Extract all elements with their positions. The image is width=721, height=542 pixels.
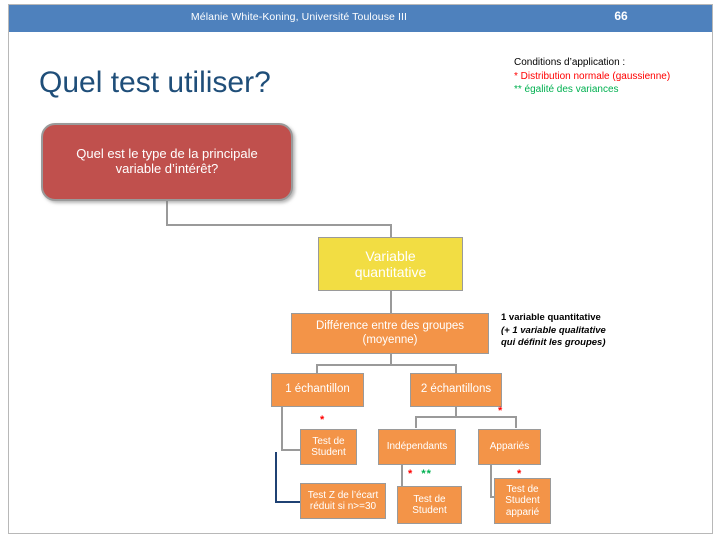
node-student-c-line-3: apparié — [505, 506, 540, 518]
node-root-question[interactable]: Quel est le type de la principale variab… — [41, 123, 293, 201]
connector-diff-left — [316, 364, 318, 374]
node-one-sample[interactable]: 1 échantillon — [271, 373, 364, 407]
connector-quant-diff — [390, 290, 392, 314]
node-student-b-line-2: Student — [412, 505, 447, 516]
node-diff-line-2: (moyenne) — [362, 333, 418, 346]
header-author-title: Mélanie White-Koning, Université Toulous… — [190, 11, 408, 23]
marker-star-red-independent: * — [408, 468, 414, 480]
node-paired-label: Appariés — [489, 441, 530, 453]
marker-star-green-independent: ** — [417, 468, 432, 480]
conditions-line-2: * Distribution normale (gaussienne) — [514, 70, 671, 82]
side-note-line-1: 1 variable quantitative — [501, 312, 601, 323]
node-student-paired[interactable]: Test de Student apparié — [494, 478, 551, 524]
node-apparies[interactable]: Appariés — [478, 429, 541, 465]
node-student-one-sample[interactable]: Test de Student — [300, 429, 357, 465]
node-one-sample-label: 1 échantillon — [285, 383, 350, 396]
node-independants[interactable]: Indépendants — [378, 429, 456, 465]
node-two-samples[interactable]: 2 échantillons — [410, 373, 502, 407]
connector-independent-vert — [401, 465, 403, 504]
node-student-a-line-1: Test de — [312, 435, 345, 447]
connector-two-samples-left — [415, 416, 417, 428]
connector-testz-horiz — [275, 501, 301, 503]
conditions-line-3: ** égalité des variances — [514, 84, 619, 95]
node-test-z[interactable]: Test Z de l’écart réduit si n>=30 — [300, 483, 386, 519]
node-two-samples-label: 2 échantillons — [420, 383, 492, 396]
connector-diff-right — [455, 364, 457, 374]
marker-asterisk-student-independent: * ** — [408, 468, 432, 480]
connector-diff-down — [390, 353, 392, 365]
connector-root-horiz — [166, 224, 391, 226]
connector-root-stub — [166, 201, 168, 225]
connector-testz-vert — [275, 452, 277, 503]
connector-two-samples-down — [455, 406, 457, 417]
connector-two-samples-right — [515, 416, 517, 428]
slide-canvas: Mélanie White-Koning, Université Toulous… — [8, 4, 713, 534]
conditions-line-1: Conditions d’application : — [514, 57, 626, 68]
node-quant-line-2: quantitative — [354, 264, 427, 280]
side-note-line-2: (+ 1 variable qualitative — [501, 324, 606, 336]
marker-asterisk-student-paired: * — [517, 468, 523, 480]
page-title: Quel test utiliser? — [39, 66, 271, 99]
marker-asterisk-student-one-sample: * — [320, 414, 326, 426]
slide-header-band — [9, 5, 712, 32]
connector-diff-horiz — [316, 364, 456, 366]
header-page-number: 66 — [614, 9, 628, 23]
node-independent-label: Indépendants — [386, 441, 448, 453]
marker-asterisk-two-samples: * — [498, 405, 504, 417]
node-root-line-2: variable d’intérêt? — [115, 161, 219, 176]
node-difference-groupes[interactable]: Différence entre des groupes (moyenne) — [291, 313, 489, 354]
node-root-line-1: Quel est le type de la principale — [76, 146, 258, 162]
connector-one-sample-horiz — [281, 449, 301, 451]
node-student-independent[interactable]: Test de Student — [397, 486, 462, 524]
node-quant-line-1: Variable — [365, 247, 416, 264]
side-note: 1 variable quantitative (+ 1 variable qu… — [501, 312, 606, 350]
side-note-line-3: qui définit les groupes) — [501, 337, 606, 348]
conditions-legend: Conditions d’application : * Distributio… — [514, 56, 670, 97]
node-student-c-line-2: Student — [505, 495, 540, 507]
node-testz-line-2: réduit si n>=30 — [309, 501, 377, 512]
connector-paired-vert — [490, 465, 492, 497]
connector-one-sample-vert — [281, 406, 283, 450]
node-student-c-line-1: Test de — [506, 483, 539, 495]
connector-two-samples-horiz — [415, 416, 516, 418]
node-diff-line-1: Différence entre des groupes — [315, 320, 465, 333]
node-student-b-line-1: Test de — [413, 493, 446, 505]
connector-root-down — [390, 224, 392, 238]
node-testz-line-1: Test Z de l’écart — [307, 489, 379, 501]
node-variable-quantitative[interactable]: Variable quantitative — [318, 237, 463, 291]
node-student-a-line-2: Student — [311, 447, 346, 458]
